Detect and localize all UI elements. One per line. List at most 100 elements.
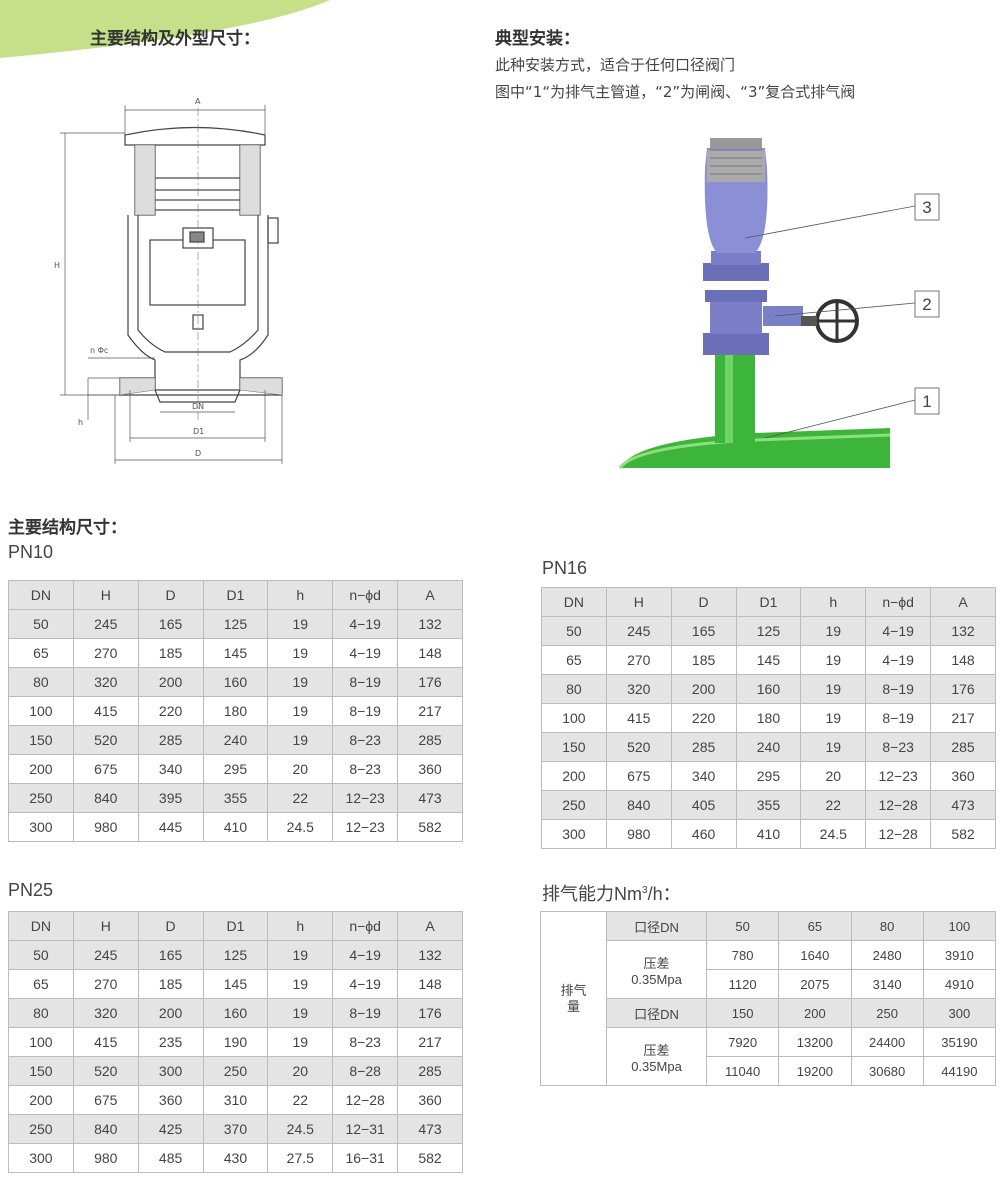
table-cell: 8−19 (865, 703, 932, 733)
table-cell: 250 (8, 783, 74, 813)
cap-cell: 300 (922, 998, 997, 1028)
table-cell: 4−19 (332, 940, 399, 970)
callout-1: 1 (922, 392, 931, 411)
cap-cell: 11040 (705, 1056, 780, 1086)
table-cell: 582 (397, 1143, 463, 1173)
table-cell: 12−23 (332, 783, 399, 813)
cap-cell: 35190 (922, 1027, 997, 1057)
table-cell: 250 (202, 1056, 269, 1086)
table-cell: 520 (72, 1056, 139, 1086)
table-cell: 360 (930, 761, 996, 791)
pn16-label: PN16 (542, 558, 588, 578)
table-cell: 150 (8, 725, 74, 755)
table-cell: 19 (267, 940, 334, 970)
table-cell: 22 (267, 1085, 334, 1115)
table-cell: 310 (202, 1085, 269, 1115)
table-cell: 24.5 (267, 812, 334, 842)
table-cell: 190 (202, 1027, 269, 1057)
table-cell: 220 (137, 696, 204, 726)
column-header: A (397, 911, 463, 941)
table-cell: 4−19 (332, 969, 399, 999)
cap-cell: 1120 (705, 969, 780, 999)
table-cell: 285 (397, 1056, 463, 1086)
cap-cell: 13200 (778, 1027, 852, 1057)
table-cell: 415 (72, 696, 139, 726)
table-cell: 425 (137, 1114, 204, 1144)
table-cell: 19 (267, 969, 334, 999)
cap-cell: 4910 (922, 969, 997, 999)
table-cell: 150 (8, 1056, 74, 1086)
column-header: A (397, 580, 463, 610)
table-cell: 430 (202, 1143, 269, 1173)
cap-cell: 100 (922, 911, 997, 941)
table-cell: 320 (72, 998, 139, 1028)
table-cell: 473 (930, 790, 996, 820)
callout-2: 2 (922, 295, 931, 314)
table-cell: 176 (397, 998, 463, 1028)
table-cell: 12−28 (865, 790, 932, 820)
table-cell: 285 (397, 725, 463, 755)
table-cell: 220 (670, 703, 737, 733)
install-text-line1: 此种安装方式，适合于任何口径阀门 (495, 56, 736, 74)
table-cell: 160 (202, 667, 269, 697)
table-cell: 250 (8, 1114, 74, 1144)
cap-cell: 30680 (850, 1056, 924, 1086)
column-header: h (267, 911, 334, 941)
capacity-title: 排气能力Nm3/h： (542, 880, 681, 906)
table-cell: 285 (670, 732, 737, 762)
table-cell: 200 (137, 667, 204, 697)
table-cell: 148 (930, 645, 996, 675)
table-cell: 80 (541, 674, 607, 704)
install-text-line2: 图中“1“为排气主管道，“2”为闸阀、“3”复合式排气阀 (495, 83, 856, 101)
table-cell: 180 (735, 703, 802, 733)
table-cell: 8−23 (332, 1027, 399, 1057)
table-cell: 295 (202, 754, 269, 784)
table-cell: 8−28 (332, 1056, 399, 1086)
table-cell: 245 (72, 940, 139, 970)
table-cell: 340 (137, 754, 204, 784)
table-cell: 485 (137, 1143, 204, 1173)
cap-cell: 780 (705, 940, 780, 970)
table-cell: 165 (137, 609, 204, 639)
table-cell: 840 (605, 790, 672, 820)
table-cell: 980 (72, 812, 139, 842)
table-cell: 19 (267, 638, 334, 668)
table-cell: 19 (267, 609, 334, 639)
table-cell: 250 (541, 790, 607, 820)
table-cell: 150 (541, 732, 607, 762)
table-cell: 360 (137, 1085, 204, 1115)
table-cell: 295 (735, 761, 802, 791)
table-cell: 20 (267, 754, 334, 784)
installation-illustration: 3 2 1 (618, 138, 940, 469)
table-cell: 270 (72, 969, 139, 999)
table-cell: 340 (670, 761, 737, 791)
column-header: n−ϕd (865, 587, 932, 617)
table-cell: 473 (397, 1114, 463, 1144)
table-cell: 200 (541, 761, 607, 791)
column-header: H (605, 587, 672, 617)
table-cell: 520 (605, 732, 672, 762)
table-cell: 148 (397, 638, 463, 668)
table-cell: 165 (137, 940, 204, 970)
table-cell: 20 (267, 1056, 334, 1086)
table-cell: 50 (8, 940, 74, 970)
table-cell: 360 (397, 1085, 463, 1115)
table-cell: 300 (8, 1143, 74, 1173)
table-cell: 12−23 (865, 761, 932, 791)
cap-cell: 50 (705, 911, 780, 941)
table-cell: 8−19 (332, 667, 399, 697)
table-cell: 19 (800, 703, 867, 733)
cap-cell: 200 (778, 998, 852, 1028)
dim-label-h: h (78, 418, 83, 427)
table-cell: 4−19 (865, 645, 932, 675)
dn-label-1: 口径DN (606, 911, 707, 941)
table-cell: 240 (735, 732, 802, 762)
